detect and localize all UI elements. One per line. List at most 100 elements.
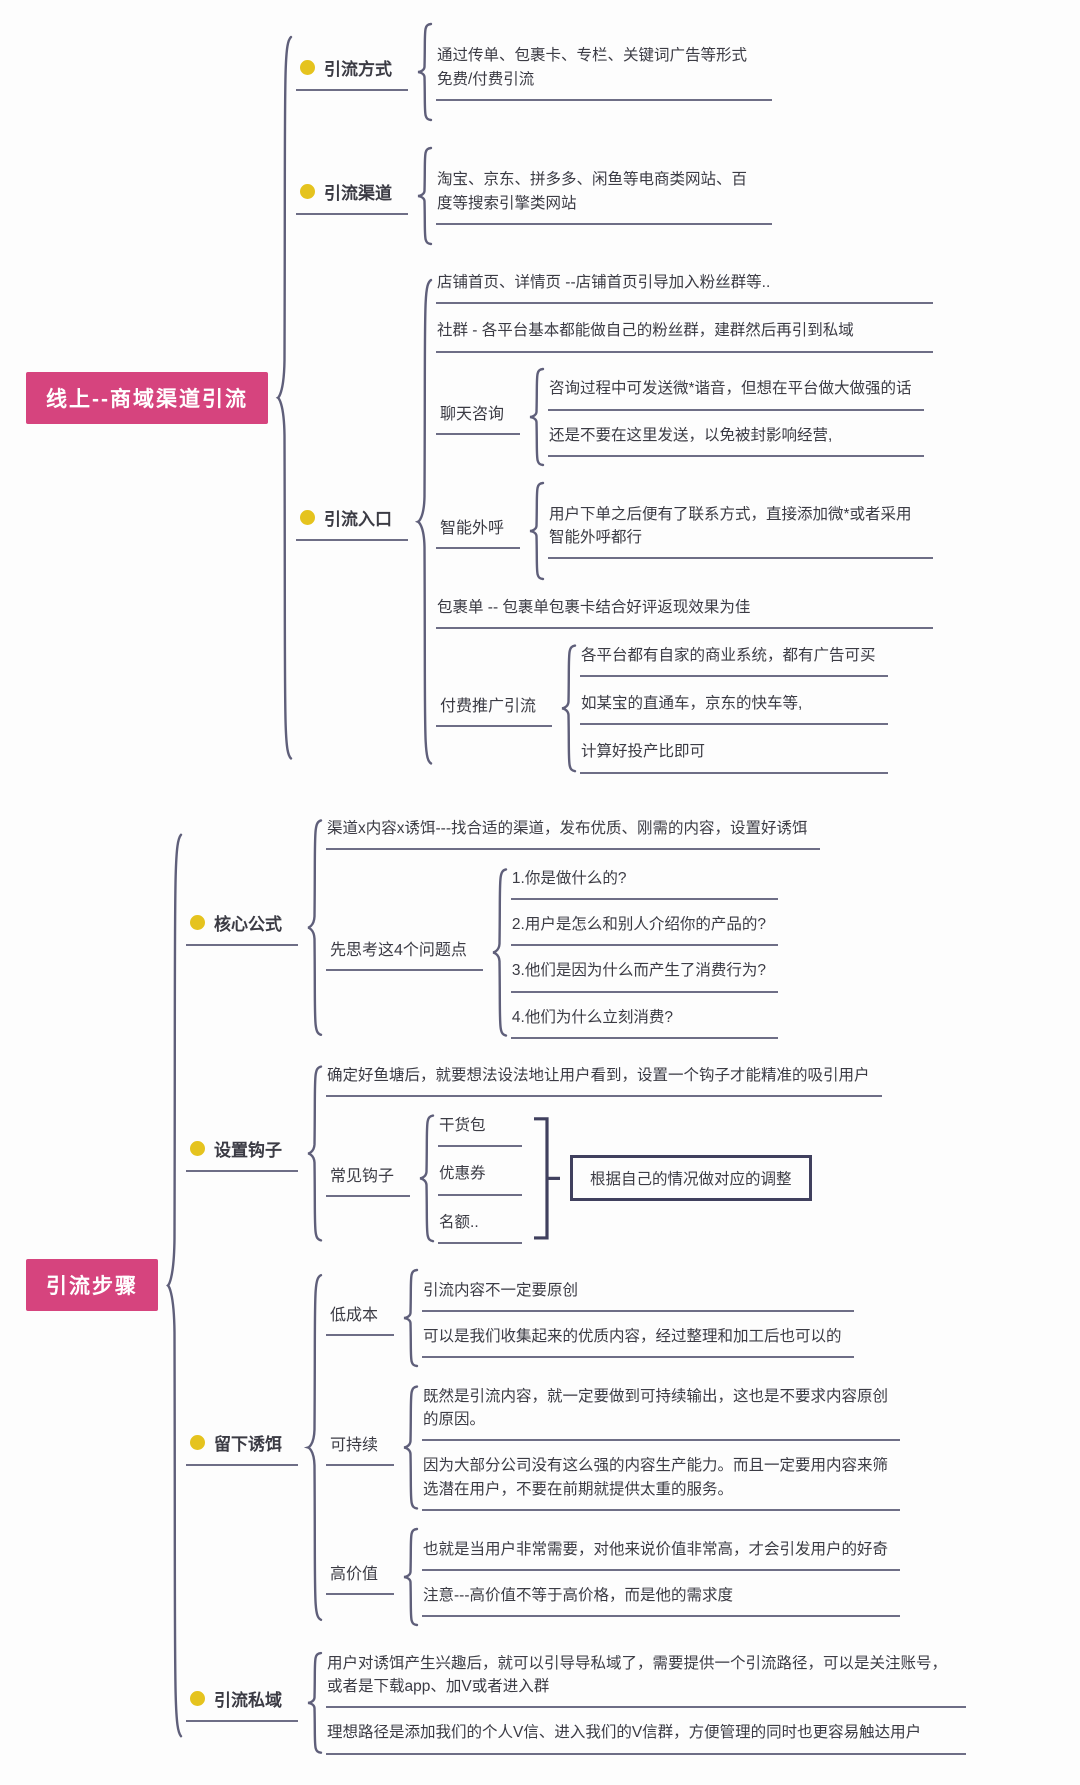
node-traffic-entries[interactable]: 引流入口 [296, 503, 408, 541]
node-common-hooks[interactable]: 常见钩子 [326, 1160, 411, 1197]
curly-brace-connector [271, 22, 293, 774]
leaf-question-4[interactable]: 4.他们为什么立刻消费? [510, 1005, 778, 1039]
leaf-sustain-line1[interactable]: 既然是引流内容，就一定要做到可持续输出，这也是不要求内容原创的原因。 [422, 1384, 901, 1442]
leaf-formula-main[interactable]: 渠道x内容x诱饵---找合适的渠道，发布优质、刚需的内容，设置好诱饵 [326, 816, 820, 850]
node-label: 先思考这4个问题点 [330, 941, 467, 959]
node-label: 高价值 [330, 1566, 379, 1584]
node-label: 引流入口 [324, 509, 392, 529]
leaf-private-line2[interactable]: 理想路径是添加我们的个人V信、进入我们的V信群，方便管理的同时也更容易触达用户 [326, 1720, 966, 1755]
branch-traffic-entries: 引流入口 店铺首页、详情页 --店铺首页引导加入粉丝群等.. 社群 - 各平台基… [296, 270, 934, 774]
curly-brace-connector [301, 816, 323, 1039]
branch-core-formula: 核心公式 渠道x内容x诱饵---找合适的渠道，发布优质、刚需的内容，设置好诱饵 … [186, 816, 966, 1039]
node-label: 引流私域 [214, 1690, 282, 1710]
leaf-question-1[interactable]: 1.你是做什么的? [510, 866, 778, 900]
branch-traffic-methods: 引流方式 通过传单、包裹卡、专栏、关键词广告等形式免费/付费引流 [296, 22, 933, 122]
curly-brace-connector [301, 1063, 323, 1244]
bullet-dot-icon [300, 509, 315, 525]
branch-leave-bait: 留下诱饵 低成本 引流内容不一定要原创 [186, 1268, 966, 1627]
node-label: 引流方式 [324, 60, 392, 79]
curly-brace-connector [397, 1527, 419, 1627]
bullet-dot-icon [190, 915, 205, 931]
bullet-dot-icon [300, 60, 315, 75]
curly-brace-connector [301, 1651, 323, 1755]
node-label: 付费推广引流 [440, 697, 537, 715]
node-four-questions[interactable]: 先思考这4个问题点 [326, 934, 483, 971]
leaf-traffic-methods-desc[interactable]: 通过传单、包裹卡、专栏、关键词广告等形式免费/付费引流 [436, 43, 772, 101]
node-core-formula[interactable]: 核心公式 [186, 908, 298, 947]
bullet-dot-icon [190, 1435, 205, 1451]
curly-brace-connector [411, 22, 433, 122]
leaf-chat-line2[interactable]: 还是不要在这里发送，以免被封影响经营, [548, 423, 924, 457]
leaf-highvalue-line2[interactable]: 注意---高价值不等于高价格，而是他的需求度 [422, 1583, 901, 1617]
curly-brace-connector [486, 866, 508, 1039]
leaf-package-slip[interactable]: 包裹单 -- 包裹单包裹卡结合好评返现效果为佳 [436, 595, 934, 629]
leaf-paid-item3[interactable]: 计算好投产比即可 [580, 739, 888, 774]
node-traffic-methods[interactable]: 引流方式 [296, 53, 408, 91]
node-low-cost[interactable]: 低成本 [326, 1299, 395, 1337]
leaf-community[interactable]: 社群 - 各平台基本都能做自己的粉丝群，建群然后再引到私域 [436, 318, 934, 353]
node-label: 核心公式 [214, 915, 282, 935]
node-private-domain[interactable]: 引流私域 [186, 1684, 298, 1722]
leaf-smart-outbound-desc[interactable]: 用户下单之后便有了联系方式，直接添加微*或者采用智能外呼都行 [548, 502, 934, 560]
curly-brace-connector [411, 146, 433, 246]
branch-private-domain: 引流私域 用户对诱饵产生兴趣后，就可以引导导私域了，需要提供一个引流路径，可以是… [186, 1651, 966, 1755]
root-node-online-channel[interactable]: 线上--商域渠道引流 [26, 371, 268, 424]
node-label: 聊天咨询 [440, 406, 505, 423]
node-chat-consult[interactable]: 聊天咨询 [436, 398, 521, 435]
node-sustainable[interactable]: 可持续 [326, 1429, 395, 1466]
note-adjust-to-situation[interactable]: 根据自己的情况做对应的调整 [570, 1155, 812, 1202]
branch-common-hooks: 常见钩子 干货包 优惠券 名额.. 根据自己的情况 [326, 1113, 882, 1244]
leaf-hook-item2[interactable]: 优惠券 [438, 1161, 523, 1196]
branch-smart-outbound: 智能外呼 用户下单之后便有了联系方式，直接添加微*或者采用智能外呼都行 [436, 481, 934, 581]
branch-four-questions: 先思考这4个问题点 1.你是做什么的? 2.用户是怎么和别人介绍你的产品的? 3… [326, 866, 820, 1039]
node-label: 智能外呼 [440, 520, 505, 537]
leaf-sustain-line2[interactable]: 因为大部分公司没有这么强的内容生产能力。而且一定要用内容来筛选潜在用户，不要在前… [422, 1453, 901, 1511]
curly-brace-connector [523, 367, 545, 467]
node-leave-bait[interactable]: 留下诱饵 [186, 1428, 298, 1467]
leaf-private-line1[interactable]: 用户对诱饵产生兴趣后，就可以引导导私域了，需要提供一个引流路径，可以是关注账号，… [326, 1651, 966, 1709]
branch-low-cost: 低成本 引流内容不一定要原创 可以是我们收集起来的优质内容，经过整理和加工后也可… [326, 1268, 900, 1368]
leaf-chat-line1[interactable]: 咨询过程中可发送微*谐音，但想在平台做大做强的话 [548, 376, 924, 411]
bullet-dot-icon [300, 184, 315, 199]
curly-brace-connector [555, 643, 577, 774]
node-set-hook[interactable]: 设置钩子 [186, 1134, 298, 1173]
node-label: 常见钩子 [330, 1167, 395, 1185]
leaf-lowcost-line1[interactable]: 引流内容不一定要原创 [422, 1278, 854, 1312]
branch-sustainable: 可持续 既然是引流内容，就一定要做到可持续输出，这也是不要求内容原创的原因。 因… [326, 1384, 901, 1511]
curly-brace-connector [413, 1113, 435, 1244]
bullet-dot-icon [190, 1690, 205, 1706]
node-label: 留下诱饵 [214, 1435, 282, 1455]
node-paid-promo[interactable]: 付费推广引流 [436, 690, 553, 727]
square-bracket-connector [530, 1115, 560, 1242]
curly-brace-connector [161, 816, 183, 1755]
node-label: 可持续 [330, 1436, 379, 1454]
leaf-question-2[interactable]: 2.用户是怎么和别人介绍你的产品的? [510, 912, 778, 947]
leaf-question-3[interactable]: 3.他们是因为什么而产生了消费行为? [510, 958, 778, 993]
curly-brace-connector [523, 481, 545, 581]
leaf-shop-homepage[interactable]: 店铺首页、详情页 --店铺首页引导加入粉丝群等.. [436, 270, 934, 305]
branch-set-hook: 设置钩子 确定好鱼塘后，就要想法设法地让用户看到，设置一个钩子才能精准的吸引用户… [186, 1063, 966, 1244]
node-traffic-channels[interactable]: 引流渠道 [296, 177, 408, 215]
branch-paid-promo: 付费推广引流 各平台都有自家的商业系统，都有广告可买 如某宝的直通车，京东的快车… [436, 643, 933, 774]
root-node-traffic-steps[interactable]: 引流步骤 [26, 1259, 158, 1311]
leaf-paid-item1[interactable]: 各平台都有自家的商业系统，都有广告可买 [580, 643, 888, 677]
node-high-value[interactable]: 高价值 [326, 1558, 395, 1596]
curly-brace-connector [397, 1384, 419, 1511]
node-smart-outbound[interactable]: 智能外呼 [436, 512, 521, 549]
mindmap-traffic-steps-tree: 引流步骤 核心公式 渠道x内容x诱饵---找合适的渠道，发布优质、刚需的内容，设… [26, 816, 1080, 1755]
branch-high-value: 高价值 也就是当用户非常需要，对他来说价值非常高，才会引发用户的好奇 注意---… [326, 1527, 901, 1627]
leaf-highvalue-line1[interactable]: 也就是当用户非常需要，对他来说价值非常高，才会引发用户的好奇 [422, 1537, 901, 1571]
node-label: 设置钩子 [214, 1141, 282, 1161]
curly-brace-connector [397, 1268, 419, 1368]
node-label: 引流渠道 [324, 184, 392, 203]
leaf-hook-main[interactable]: 确定好鱼塘后，就要想法设法地让用户看到，设置一个钩子才能精准的吸引用户 [326, 1063, 882, 1097]
leaf-hook-item1[interactable]: 干货包 [438, 1113, 523, 1148]
leaf-traffic-channels-desc[interactable]: 淘宝、京东、拼多多、闲鱼等电商类网站、百度等搜索引擎类网站 [436, 167, 772, 225]
branch-chat-consult: 聊天咨询 咨询过程中可发送微*谐音，但想在平台做大做强的话 还是不要在这里发送，… [436, 367, 933, 467]
leaf-lowcost-line2[interactable]: 可以是我们收集起来的优质内容，经过整理和加工后也可以的 [422, 1324, 854, 1358]
curly-brace-connector [301, 1268, 323, 1627]
leaf-paid-item2[interactable]: 如某宝的直通车，京东的快车等, [580, 691, 888, 726]
leaf-hook-item3[interactable]: 名额.. [438, 1210, 523, 1244]
curly-brace-connector [411, 270, 433, 774]
